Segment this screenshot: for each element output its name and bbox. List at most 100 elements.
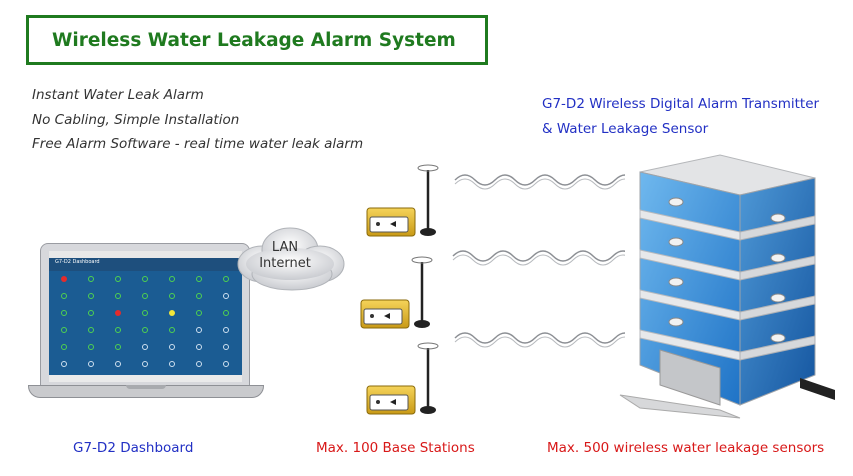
base-stations-caption: Max. 100 Base Stations — [316, 440, 475, 456]
dashboard-status-dot — [142, 276, 148, 282]
dashboard-sensor-cell — [159, 342, 188, 354]
feature-item-free-software: Free Alarm Software - real time water le… — [32, 136, 364, 152]
base-stations-group — [360, 164, 625, 415]
dashboard-heading: G7-D2 Dashboard — [55, 259, 100, 265]
wireless-signal-icon — [454, 336, 625, 348]
dashboard-sensor-cell — [186, 274, 215, 286]
dashboard-status-dot — [88, 276, 94, 282]
dashboard-sensor-cell — [51, 325, 80, 337]
dashboard-footer — [49, 375, 242, 382]
base-station-icon — [366, 342, 439, 415]
dashboard-sensor-cell — [51, 308, 80, 320]
dashboard-status-dot — [142, 327, 148, 333]
dashboard-status-dot — [223, 276, 229, 282]
dashboard-status-dot — [142, 361, 148, 367]
dashboard-status-dot — [223, 344, 229, 350]
dashboard-sensor-cell — [105, 291, 134, 303]
laptop-notch — [126, 385, 166, 389]
dashboard-sensor-cell — [51, 291, 80, 303]
page-title: Wireless Water Leakage Alarm System — [52, 30, 456, 51]
dashboard-sensor-cell — [213, 325, 242, 337]
dashboard-status-dot — [61, 293, 67, 299]
cloud-icon — [237, 227, 345, 291]
dashboard-header — [49, 258, 242, 271]
cloud-label-lan: LAN — [271, 240, 299, 255]
wireless-signal-icon — [452, 254, 625, 266]
dashboard-sensor-cell — [132, 291, 161, 303]
dashboard-sensor-cell — [132, 274, 161, 286]
dashboard-sensor-cell — [78, 325, 107, 337]
dashboard-status-dot — [115, 310, 121, 316]
dashboard-status-dot — [61, 327, 67, 333]
dashboard-status-dot — [169, 361, 175, 367]
dashboard-sensor-cell — [132, 342, 161, 354]
dashboard-status-dot — [88, 310, 94, 316]
dashboard-status-dot — [115, 327, 121, 333]
base-station-icon — [360, 256, 433, 329]
dashboard-sensor-cell — [132, 308, 161, 320]
dashboard-status-dot — [196, 293, 202, 299]
dashboard-sensor-cell — [213, 291, 242, 303]
dashboard-sensor-grid — [49, 271, 242, 375]
cloud-label: LAN Internet — [254, 240, 316, 272]
dashboard-sensor-cell — [105, 274, 134, 286]
dashboard-sensor-cell — [78, 342, 107, 354]
dashboard-status-dot — [169, 276, 175, 282]
dashboard-status-dot — [223, 327, 229, 333]
dashboard-sensor-cell — [78, 308, 107, 320]
dashboard-status-dot — [88, 344, 94, 350]
dashboard-status-dot — [88, 293, 94, 299]
cloud-label-internet: Internet — [259, 256, 311, 271]
dashboard-sensor-cell — [51, 359, 80, 371]
dashboard-sensor-cell — [78, 291, 107, 303]
dashboard-window-titlebar — [49, 251, 242, 258]
feature-item-instant-alarm: Instant Water Leak Alarm — [32, 87, 204, 103]
sensors-caption: Max. 500 wireless water leakage sensors — [547, 440, 825, 456]
dashboard-sensor-cell — [78, 359, 107, 371]
dashboard-status-dot — [142, 344, 148, 350]
dashboard-status-dot — [61, 276, 67, 282]
dashboard-sensor-cell — [186, 291, 215, 303]
dashboard-status-dot — [142, 293, 148, 299]
dashboard-screen: G7-D2 Dashboard — [49, 251, 242, 382]
dashboard-sensor-cell — [51, 274, 80, 286]
dashboard-status-dot — [115, 361, 121, 367]
dashboard-status-dot — [196, 361, 202, 367]
dashboard-status-dot — [169, 293, 175, 299]
dashboard-sensor-cell — [51, 342, 80, 354]
dashboard-sensor-cell — [186, 359, 215, 371]
dashboard-sensor-cell — [78, 274, 107, 286]
dashboard-sensor-cell — [213, 342, 242, 354]
wireless-signal-icon — [452, 250, 625, 262]
dashboard-status-dot — [196, 344, 202, 350]
dashboard-sensor-cell — [159, 274, 188, 286]
dashboard-status-dot — [169, 327, 175, 333]
dashboard-sensor-cell — [159, 308, 188, 320]
dashboard-sensor-cell — [105, 342, 134, 354]
dashboard-caption: G7-D2 Dashboard — [73, 440, 194, 456]
dashboard-sensor-cell — [159, 325, 188, 337]
dashboard-sensor-cell — [186, 325, 215, 337]
dashboard-sensor-cell — [159, 291, 188, 303]
dashboard-sensor-cell — [132, 359, 161, 371]
leak-sensor-icon — [668, 197, 786, 343]
wireless-signal-icon — [454, 332, 625, 344]
dashboard-status-dot — [88, 361, 94, 367]
wireless-signal-icon — [454, 178, 625, 190]
dashboard-sensor-cell — [105, 359, 134, 371]
dashboard-status-dot — [88, 327, 94, 333]
dashboard-status-dot — [196, 327, 202, 333]
dashboard-sensor-cell — [213, 308, 242, 320]
wireless-signal-icon — [454, 174, 625, 186]
dashboard-sensor-cell — [132, 325, 161, 337]
dashboard-sensor-cell — [213, 274, 242, 286]
dashboard-status-dot — [115, 293, 121, 299]
title-box: Wireless Water Leakage Alarm System — [26, 15, 488, 65]
dashboard-status-dot — [142, 310, 148, 316]
transmitter-caption-line1: G7-D2 Wireless Digital Alarm Transmitter — [542, 96, 820, 112]
building-icon — [619, 154, 835, 419]
dashboard-status-dot — [223, 310, 229, 316]
dashboard-sensor-cell — [213, 359, 242, 371]
dashboard-sensor-cell — [186, 342, 215, 354]
dashboard-status-dot — [196, 310, 202, 316]
